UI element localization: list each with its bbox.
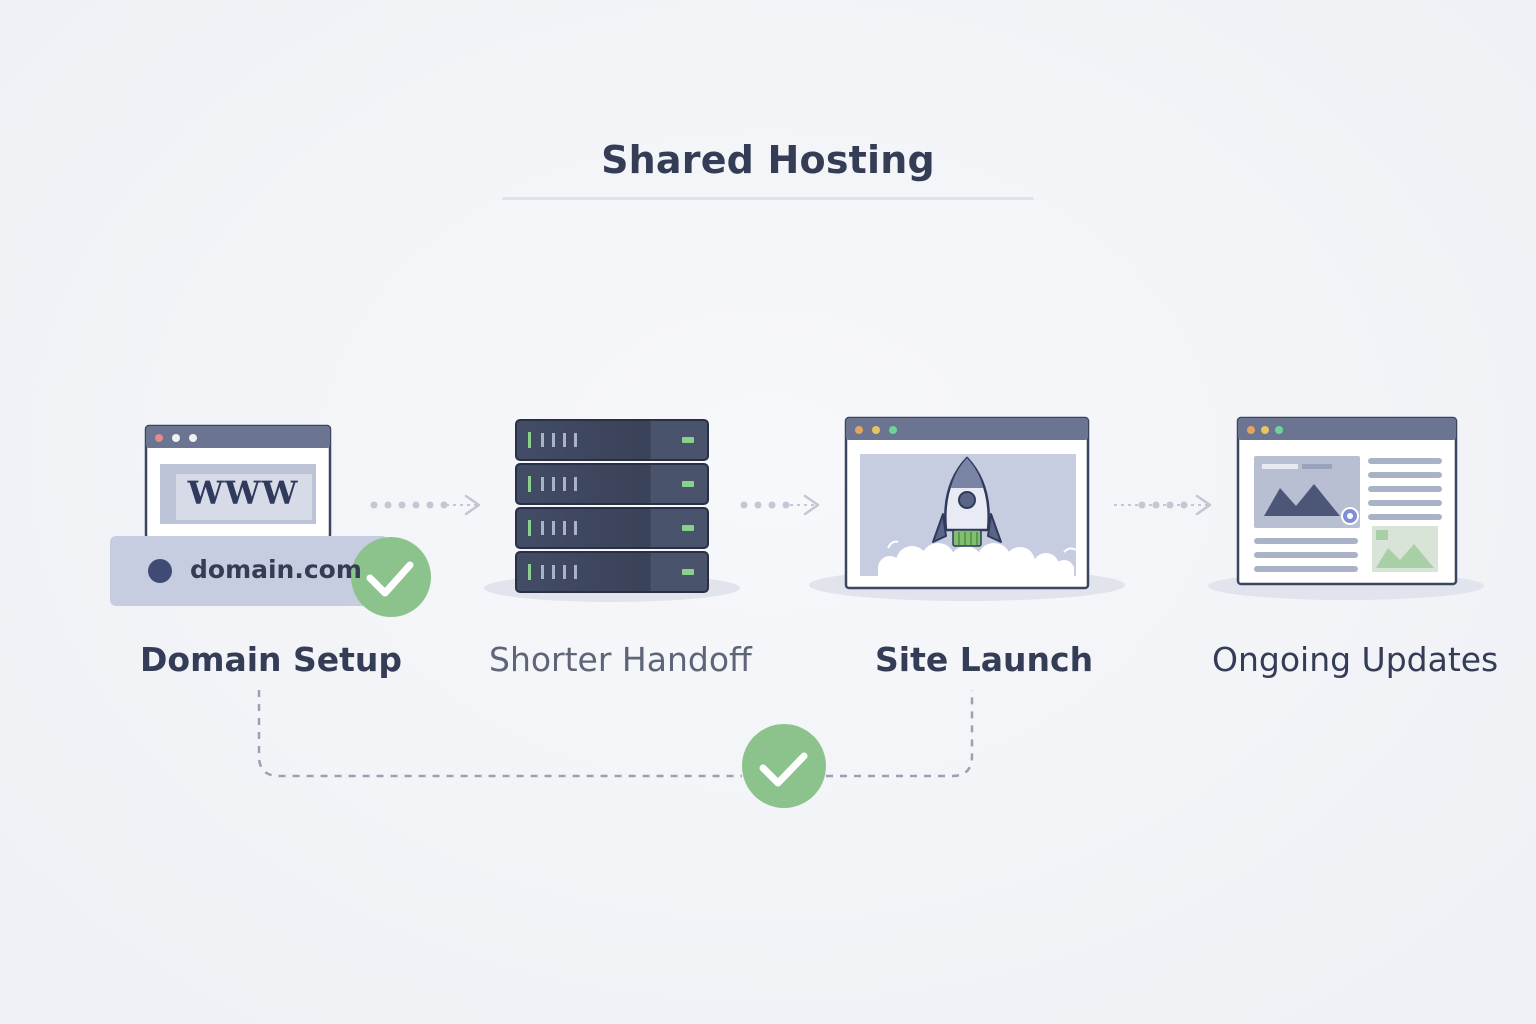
connector-line <box>826 690 974 778</box>
rocket-launch-icon <box>809 416 1125 601</box>
stage-label-site-launch: Site Launch <box>875 640 1094 679</box>
checkmark-icon <box>742 724 826 808</box>
stage-label-domain-setup: Domain Setup <box>140 640 403 679</box>
title-divider <box>502 197 1034 200</box>
arrow-icon <box>370 494 481 516</box>
checkmark-icon <box>351 537 431 617</box>
domain-card <box>110 536 388 606</box>
stage-label-ongoing-updates: Ongoing Updates <box>1212 640 1499 679</box>
page-title: Shared Hosting <box>601 138 935 182</box>
arrow-icon <box>740 494 820 516</box>
stage-label-shorter-handoff: Shorter Handoff <box>489 640 752 679</box>
www-text: WWW <box>187 474 299 512</box>
domain-text: domain.com <box>190 555 362 584</box>
arrow-icon <box>1114 494 1212 516</box>
website-layout-icon <box>1208 416 1484 600</box>
connector-line <box>257 690 742 778</box>
browser-domain-icon <box>144 424 332 540</box>
server-rack-icon <box>484 419 740 602</box>
domain-dot-icon <box>148 559 172 583</box>
